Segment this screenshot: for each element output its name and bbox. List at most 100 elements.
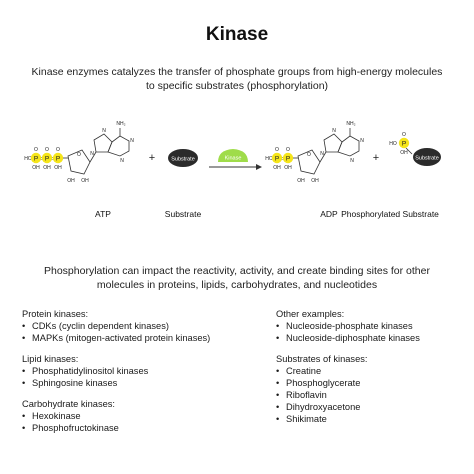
bullet-icon: • xyxy=(276,414,280,424)
list-item-text: Hexokinase xyxy=(32,411,81,421)
kinase-enzyme-shape xyxy=(218,149,248,162)
hydroxyl-group: HO xyxy=(24,156,32,162)
list-item-text: Phosphatidylinositol kinases xyxy=(32,366,149,376)
phosphorus-atom: P xyxy=(45,155,49,162)
group-heading: Carbohydrate kinases: xyxy=(22,399,116,409)
pyrimidine-ring xyxy=(107,135,130,157)
list-item: •Phosphoglycerate xyxy=(276,377,466,389)
group-heading: Other examples: xyxy=(276,309,345,319)
left-group: Lipid kinases: • Phosphatidylinositol kina… xyxy=(22,353,262,389)
list-item-text: Nucleoside-diphosphate kinases xyxy=(286,333,420,343)
list-item-text: Sphingosine kinases xyxy=(32,378,118,388)
hydroxyl-group: HO xyxy=(265,156,273,162)
hydroxyl-group: OH xyxy=(67,178,75,184)
oxygen-atom: O xyxy=(34,147,38,153)
phosphate-halo xyxy=(41,152,53,164)
adp-label: ADP xyxy=(320,209,338,219)
list-item-text: Riboflavin xyxy=(286,390,327,400)
phosphate-halo xyxy=(52,152,64,164)
list-item: • Creatine xyxy=(276,365,466,377)
phosphorylated-substrate-label: Phosphorylated Substrate xyxy=(341,209,439,219)
bullet-icon: • xyxy=(276,333,280,343)
left-group: Protein kinases:•CDKs (cyclin dependent … xyxy=(22,308,262,344)
hydroxyl-group: OH xyxy=(297,178,305,184)
bullet-icon: • xyxy=(276,402,280,412)
glycosidic-bond xyxy=(319,151,327,163)
list-item: •Dihydroxyacetone xyxy=(276,401,466,413)
bullet-icon: • xyxy=(276,366,280,376)
kinase-enzyme-text: Kinase xyxy=(225,156,242,162)
phosphorus-atom: P xyxy=(34,155,38,162)
reaction-arrow-head xyxy=(256,164,262,170)
hydroxyl-group: OH xyxy=(32,165,40,171)
substrate-oval xyxy=(168,149,198,167)
list-item: • Phosphofructokinase xyxy=(22,422,262,434)
group-heading: Lipid kinases: xyxy=(22,354,79,364)
list-item-text: Nucleoside-phosphate kinases xyxy=(286,321,413,331)
hydroxyl-group: OH xyxy=(43,165,51,171)
nitrogen-atom: N xyxy=(102,128,106,134)
list-item-text: Creatine xyxy=(286,366,322,376)
hydroxyl-group: OH xyxy=(284,165,292,171)
phosphorus-atom: P xyxy=(56,155,60,162)
plus-sign: + xyxy=(373,152,379,164)
hydroxyl-group: OH xyxy=(400,150,408,156)
bullet-icon: • xyxy=(22,378,26,388)
list-item-text: Phosphoglycerate xyxy=(286,378,361,388)
nitrogen-atom: N xyxy=(360,138,364,144)
pyrimidine-ring xyxy=(337,135,360,157)
right-group: Other examples: • Nucleoside-phosphate kin… xyxy=(276,308,466,344)
phosphate-halo xyxy=(282,152,294,164)
intro-text: Kinase enzymes catalyzes the transfer of… xyxy=(31,66,443,92)
list-item-text: Phosphofructokinase xyxy=(32,423,119,433)
left-group: Carbohydrate kinases: • Hexokinase • Phospho… xyxy=(22,398,262,434)
substrate-label: Substrate xyxy=(164,209,202,219)
list-item: •MAPKs (mitogen-activated protein kinase… xyxy=(22,332,262,344)
ribose-ring xyxy=(67,149,91,175)
bullet-icon: • xyxy=(22,366,26,376)
bullet-icon: • xyxy=(22,423,26,433)
phosphate-halo xyxy=(30,152,42,164)
imidazole-ring xyxy=(93,133,113,153)
glycosidic-bond xyxy=(89,151,97,163)
page-title: Kinase xyxy=(205,24,269,45)
imidazole-ring xyxy=(323,133,343,153)
list-item: • Nucleoside-phosphate kinases xyxy=(276,320,466,332)
substrate-oval xyxy=(413,148,441,166)
list-item: • Nucleoside-diphosphate kinases xyxy=(276,332,466,344)
oxygen-atom: O xyxy=(286,147,290,153)
summary-text: Phosphorylation can impact the reactivit… xyxy=(44,265,430,291)
phosphate-bond xyxy=(405,147,413,155)
right-column: Other examples: • Nucleoside-phosphate kin… xyxy=(276,308,466,434)
bullet-icon: • xyxy=(276,390,280,400)
phosphate-halo xyxy=(398,137,410,149)
bridge-oxygen: O xyxy=(51,156,55,161)
nitrogen-atom: N xyxy=(320,151,324,157)
adp-phosphate-chain: HO O xyxy=(265,156,284,162)
phosphate-group: PO OH xyxy=(282,147,294,171)
list-item: •Shikimate xyxy=(276,413,466,425)
bullet-icon: • xyxy=(22,411,26,421)
group-heading: Protein kinases: xyxy=(22,309,89,319)
bridge-oxygen: O xyxy=(281,156,285,161)
phosphorus-atom: P xyxy=(275,155,279,162)
left-column: Protein kinases:•CDKs (cyclin dependent … xyxy=(22,308,262,443)
bullet-icon: • xyxy=(276,321,280,331)
right-group: Substrates of kinases:•Creatine•Phosphog… xyxy=(276,353,466,425)
nitrogen-atom: N xyxy=(130,138,134,144)
phosphorus-atom: P xyxy=(286,155,290,162)
nitrogen-atom: N xyxy=(332,128,336,134)
amine-group: NH₂ xyxy=(116,121,125,127)
list-item: • Phosphatidylinositol kinases xyxy=(22,365,262,377)
list-item: •CDKs (cyclin dependent kinases) xyxy=(22,320,262,332)
oxygen-atom: O xyxy=(275,147,279,153)
bullet-icon: • xyxy=(22,333,26,343)
